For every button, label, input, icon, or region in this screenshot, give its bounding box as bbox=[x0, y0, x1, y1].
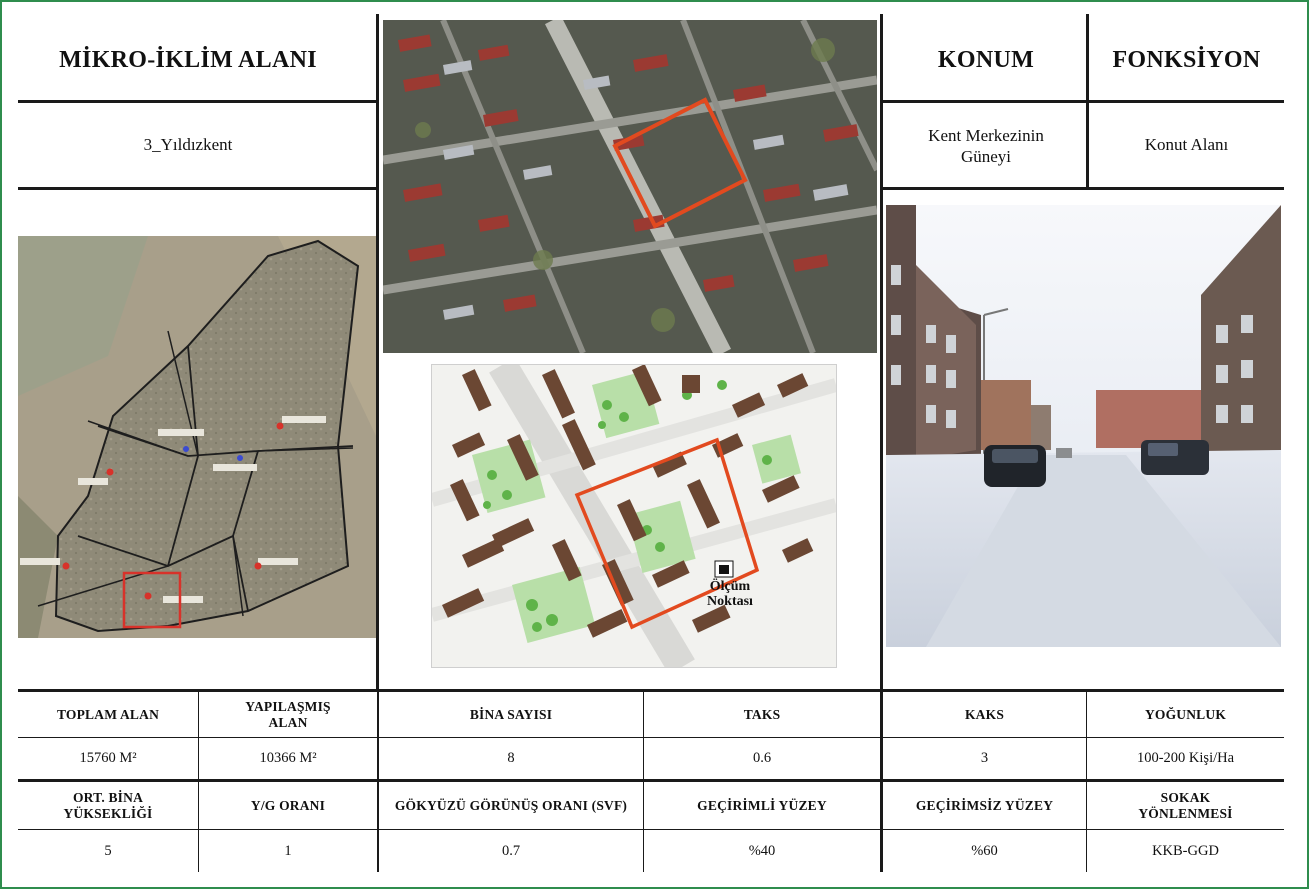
fonksiyon-header: FONKSİYON bbox=[1112, 46, 1261, 73]
fonksiyon-value: Konut Alanı bbox=[1144, 135, 1229, 155]
table-col-divider bbox=[198, 692, 199, 872]
divider bbox=[882, 187, 1284, 190]
divider bbox=[18, 100, 376, 103]
value-yapilasmis-alan: 10366 M² bbox=[259, 750, 317, 766]
divider bbox=[1086, 14, 1089, 190]
divider bbox=[880, 14, 883, 690]
site-plan: Ölçüm Noktası bbox=[431, 364, 837, 668]
table-col-divider bbox=[377, 690, 379, 872]
konum-value: Kent Merkezinin Güneyi bbox=[928, 125, 1044, 166]
header-gecirimli-yuzey: GEÇİRİMLİ YÜZEY bbox=[697, 797, 827, 813]
table-col-divider bbox=[880, 690, 883, 872]
header-yg-orani: Y/G ORANI bbox=[250, 797, 326, 813]
header-bina-sayisi: BİNA SAYISI bbox=[469, 706, 553, 722]
value-gecirimli-yuzey: %40 bbox=[748, 842, 776, 859]
value-yogunluk: 100-200 Kişi/Ha bbox=[1136, 750, 1235, 766]
table-row-divider bbox=[18, 737, 1284, 738]
satellite-image bbox=[383, 20, 877, 353]
measurement-point-label: Ölçüm Noktası bbox=[707, 579, 753, 609]
page-title: MİKRO-İKLİM ALANI bbox=[59, 46, 317, 73]
table-top-border bbox=[18, 689, 1284, 692]
divider bbox=[376, 14, 379, 690]
header-toplam-alan: TOPLAM ALAN bbox=[56, 706, 160, 722]
value-toplam-alan: 15760 M² bbox=[79, 750, 137, 766]
table-row-divider bbox=[18, 829, 1284, 830]
table-col-divider bbox=[1086, 692, 1087, 872]
header-ort-bina-yuksekligi: ORT. BİNA YÜKSEKLİĞİ bbox=[63, 789, 153, 821]
value-yg-orani: 1 bbox=[284, 842, 292, 859]
table-section-divider bbox=[18, 779, 1284, 782]
area-name: 3_Yıldızkent bbox=[143, 135, 233, 155]
value-taks: 0.6 bbox=[752, 750, 772, 766]
value-gecirimsiz-yuzey: %60 bbox=[971, 842, 998, 859]
header-yapilasmis-alan: YAPILAŞMIŞ ALAN bbox=[245, 698, 331, 730]
divider bbox=[18, 187, 376, 190]
value-bina-sayisi: 8 bbox=[507, 750, 515, 766]
header-taks: TAKS bbox=[743, 706, 781, 722]
header-gecirimsiz-yuzey: GEÇİRİMSİZ YÜZEY bbox=[915, 797, 1054, 813]
header-sokak-yonlenmesi: SOKAK YÖNLENMESİ bbox=[1138, 789, 1233, 821]
konum-header: KONUM bbox=[937, 46, 1035, 73]
header-kaks: KAKS bbox=[964, 706, 1005, 722]
street-photo bbox=[886, 205, 1281, 647]
value-svf: 0.7 bbox=[501, 842, 521, 859]
header-yogunluk: YOĞUNLUK bbox=[1144, 706, 1227, 722]
divider bbox=[882, 100, 1284, 103]
table-col-divider bbox=[643, 692, 644, 872]
header-svf: GÖKYÜZÜ GÖRÜNÜŞ ORANI (SVF) bbox=[394, 797, 628, 813]
city-location-map bbox=[18, 236, 376, 638]
value-ort-bina-yuksekligi: 5 bbox=[104, 842, 112, 859]
value-sokak-yonlenmesi: KKB-GGD bbox=[1152, 842, 1219, 859]
value-kaks: 3 bbox=[980, 750, 989, 766]
